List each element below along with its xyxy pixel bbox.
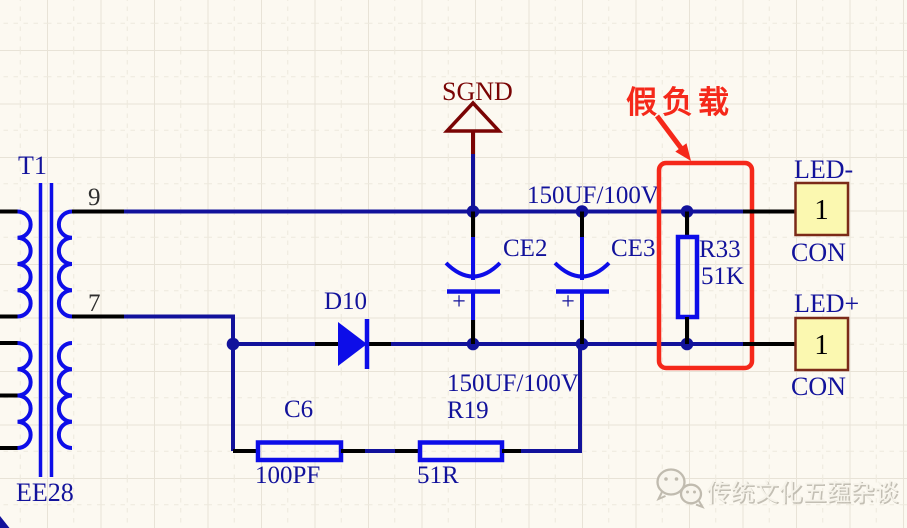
led-pos-type-label[interactable]: CON	[791, 372, 846, 401]
led-pos-box[interactable]	[794, 316, 850, 372]
led-pos-pin-number: 1	[814, 329, 829, 361]
diode-triangle[interactable]	[338, 322, 367, 366]
resistor-r19: R19 51R	[395, 397, 521, 489]
transformer-t1: 9 7 T1 EE28	[0, 151, 124, 507]
wire-r19-up[interactable]	[521, 344, 582, 453]
diode-d10: D10	[315, 288, 391, 369]
dummy-load-arrow-shaft[interactable]	[655, 114, 683, 150]
power-port-sgnd: SGND	[442, 77, 513, 154]
led-neg-pin-number: 1	[814, 194, 829, 226]
dummy-load-label[interactable]: 假负载	[626, 85, 734, 121]
dummy-load-arrow-head[interactable]	[675, 143, 691, 161]
connector-led-neg: LED- 1 CON	[743, 155, 853, 267]
connector-led-pos: LED+ 1 CON	[743, 289, 859, 401]
junction-dot[interactable]	[226, 337, 240, 351]
r19-value[interactable]: 51R	[417, 462, 459, 489]
ce3-plus-sign[interactable]: +	[561, 289, 575, 315]
dummy-load-box[interactable]	[656, 160, 755, 371]
primary-winding-top[interactable]	[17, 209, 33, 319]
watermark-text: 传统文化五蕴杂谈	[707, 479, 899, 507]
ce3-designator[interactable]: CE3	[611, 235, 655, 262]
ce2-plus-sign[interactable]: +	[452, 289, 466, 315]
diode-designator[interactable]: D10	[324, 288, 367, 315]
led-neg-box[interactable]	[794, 181, 850, 237]
ce2-designator[interactable]: CE2	[503, 235, 547, 262]
ce3-curved-plate[interactable]	[553, 261, 611, 279]
transformer-model[interactable]: EE28	[16, 478, 74, 507]
led-pos-net-label[interactable]: LED+	[794, 289, 859, 318]
wire-pin7-route[interactable]	[124, 314, 235, 345]
c6-designator[interactable]: C6	[284, 396, 313, 423]
wechat-icon	[656, 468, 705, 509]
sgnd-label[interactable]: SGND	[442, 77, 513, 106]
r33-designator[interactable]: R33	[699, 236, 741, 263]
resistor-r33: R33 51K	[675, 211, 744, 344]
pin-number-9[interactable]: 9	[88, 184, 101, 211]
ce2-curved-plate[interactable]	[444, 261, 502, 279]
led-neg-type-label[interactable]: CON	[791, 238, 846, 267]
capacitor-ce2: + CE2 150UF/100V	[444, 182, 659, 344]
ce2-value[interactable]: 150UF/100V	[527, 182, 659, 209]
pin-number-7[interactable]: 7	[88, 290, 101, 317]
secondary-winding-top[interactable]	[56, 209, 73, 319]
watermark: 传统文化五蕴杂谈 传统文化五蕴杂谈	[656, 468, 900, 509]
r33-value[interactable]: 51K	[701, 263, 744, 290]
led-neg-net-label[interactable]: LED-	[794, 155, 853, 184]
capacitor-ce3: + CE3 150UF/100V	[447, 211, 655, 397]
ce3-value[interactable]: 150UF/100V	[447, 370, 579, 397]
transformer-designator[interactable]: T1	[18, 151, 47, 180]
secondary-winding-bottom[interactable]	[56, 341, 73, 450]
corner-wire-fragment	[0, 516, 10, 528]
watermark-text-shadow: 传统文化五蕴杂谈	[708, 480, 900, 508]
dummy-load-annotation: 假负载	[626, 85, 755, 371]
r19-designator[interactable]: R19	[447, 397, 489, 424]
c6-value[interactable]: 100PF	[255, 462, 320, 489]
capacitor-c6: C6 100PF	[233, 396, 365, 489]
